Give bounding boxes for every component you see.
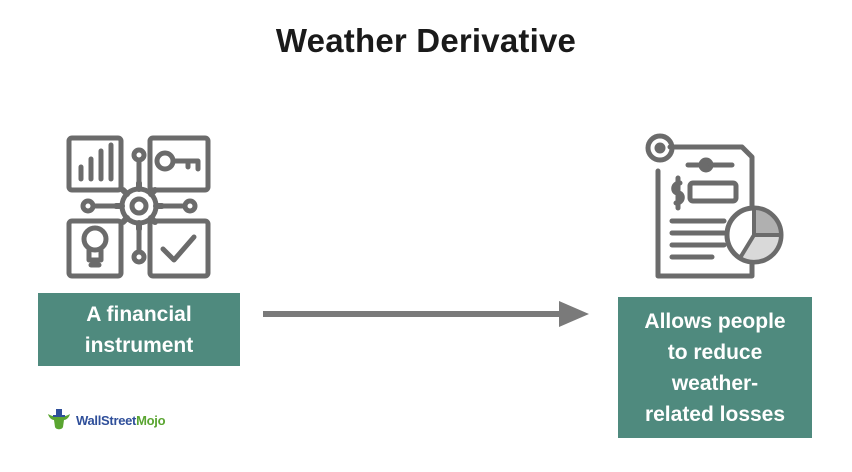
page-title: Weather Derivative	[275, 22, 577, 59]
right-box-line: weather-	[671, 371, 759, 395]
right-box-line: to reduce	[667, 340, 763, 364]
financial-report-icon	[645, 133, 784, 279]
bull-icon	[48, 409, 70, 430]
brand-name: WallStreetMojo	[76, 412, 166, 428]
reduce-losses-box: Allows people to reduce weather- related…	[618, 297, 812, 438]
right-box-line: related losses	[644, 402, 786, 426]
right-box-line: Allows people	[644, 309, 786, 333]
financial-instrument-icon	[66, 135, 211, 279]
left-box-line: A financial	[86, 302, 192, 326]
financial-instrument-box: A financial instrument	[38, 293, 240, 366]
left-box-line: instrument	[84, 333, 194, 357]
right-arrow	[263, 301, 589, 327]
brand-logo: WallStreetMojo	[46, 402, 166, 438]
